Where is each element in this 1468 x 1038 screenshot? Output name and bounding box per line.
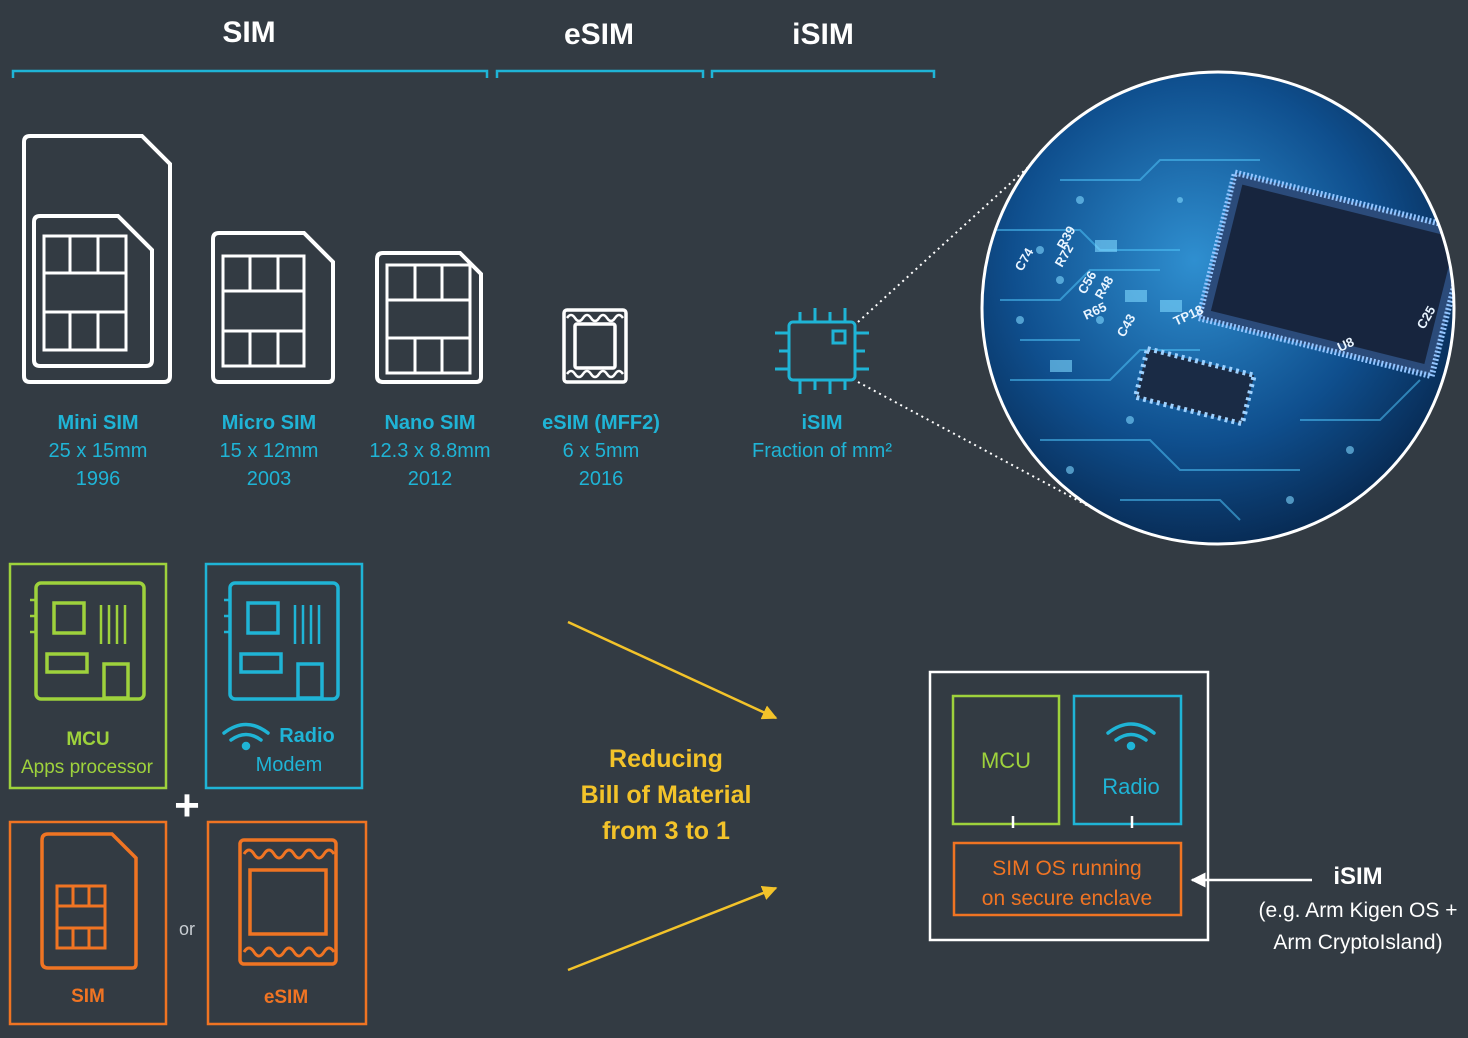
isim-chip-icon [775,308,869,394]
mcu-subtitle: Apps processor [21,757,154,778]
wifi-icon [222,722,270,751]
integrated-system: MCU Radio SIM OS running on secure encla… [928,670,1210,942]
reducing-line-3: from 3 to 1 [602,817,730,845]
card-name: eSIM (MFF2) [542,412,660,434]
sim-label: SIM [71,986,105,1007]
card-label-micro-sim: Micro SIM 15 x 12mm 2003 [220,412,319,490]
isim-callout: iSIM (e.g. Arm Kigen OS + Arm CryptoIsla… [1190,863,1458,954]
enclave-line-2: on secure enclave [982,887,1152,910]
isim-callout-line-2: Arm CryptoIsland) [1273,931,1442,954]
card-size: 25 x 15mm [49,440,148,462]
header-sim: SIM [222,16,275,49]
pcb-label: U8 [1335,334,1356,355]
integrated-radio-box [1072,694,1183,826]
card-year: 2012 [408,468,453,490]
esim-mff2-icon [562,308,628,384]
plus-sign: + [174,781,200,830]
nano-sim-icon [375,251,483,384]
card-label-isim: iSIM Fraction of mm² [752,412,892,462]
mini-sim-icon [22,134,172,384]
card-name: Mini SIM [57,412,138,434]
integrated-radio-label: Radio [1102,774,1159,799]
mcu-block: MCU Apps processor [8,562,168,790]
card-size: 15 x 12mm [220,440,319,462]
card-year: 2016 [579,468,624,490]
integrated-mcu-box [951,694,1061,826]
radio-title: Radio [279,725,335,747]
converging-arrows [567,620,778,972]
mcu-board-icon [30,581,146,701]
card-year: 1996 [76,468,121,490]
integrated-wifi-icon [1106,722,1156,751]
isim-callout-line-1: (e.g. Arm Kigen OS + [1258,899,1457,922]
secure-enclave-box [952,841,1183,917]
header-isim: iSIM [792,18,854,51]
zoom-lines [857,159,1093,509]
radio-block: Radio Modem [204,562,364,790]
sim-card-icon [40,832,138,970]
radio-subtitle: Modem [256,754,323,776]
esim-chip-icon [238,838,338,966]
integrated-mcu-label: MCU [981,748,1031,773]
header-brackets [11,69,936,78]
card-label-mini-sim: Mini SIM 25 x 15mm 1996 [49,412,148,490]
card-year: 2003 [247,468,292,490]
micro-sim-icon [211,231,335,384]
card-size: Fraction of mm² [752,440,892,462]
card-size: 6 x 5mm [563,440,640,462]
or-label: or [179,919,195,939]
card-label-nano-sim: Nano SIM 12.3 x 8.8mm 2012 [369,412,490,490]
connectors [1011,816,1134,828]
card-size: 12.3 x 8.8mm [369,440,490,462]
mcu-title: MCU [66,729,109,750]
card-name: iSIM [801,412,842,434]
small-chip [1132,345,1258,427]
main-chip [1195,168,1454,380]
pcb-traces [990,159,1421,521]
radio-board-icon [224,581,340,701]
reducing-line-1: Reducing [609,745,723,773]
isim-callout-title: iSIM [1333,863,1382,890]
card-label-esim: eSIM (MFF2) 6 x 5mm 2016 [542,412,660,490]
reducing-line-2: Bill of Material [581,781,752,809]
esim-block: eSIM [206,820,368,1026]
enclave-line-1: SIM OS running [992,857,1141,880]
circuit-board-photo: C74 R39 C56 R48 R65 C43 TP18 C25 R72 U8 [980,70,1456,546]
card-name: Micro SIM [222,412,316,434]
card-name: Nano SIM [384,412,475,434]
sim-block: SIM [8,820,168,1026]
esim-label: eSIM [264,987,308,1008]
header-esim: eSIM [564,18,634,51]
